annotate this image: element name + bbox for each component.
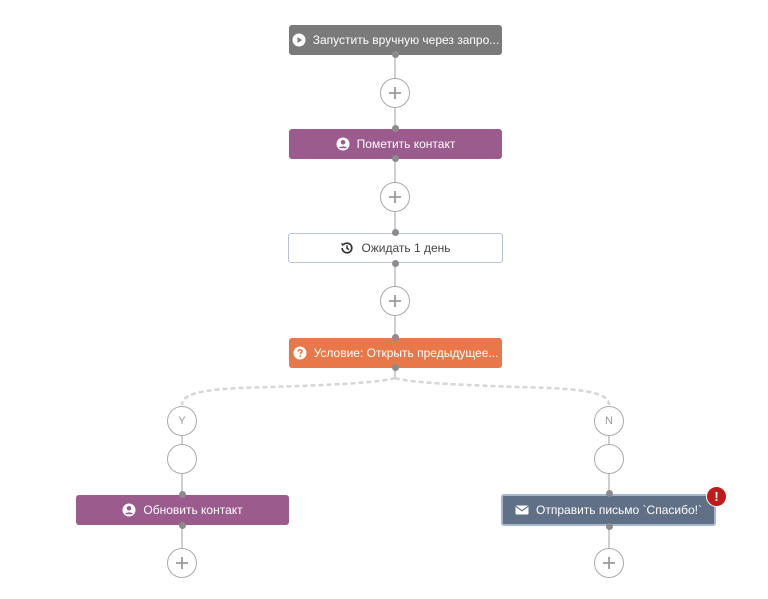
connector-line	[394, 368, 396, 378]
send-email-node[interactable]: Отправить письмо `Спасибо!`	[501, 494, 716, 526]
connector-line	[394, 159, 396, 182]
wait-node-label: Ожидать 1 день	[361, 241, 451, 255]
add-step-button[interactable]	[380, 182, 410, 212]
add-step-button[interactable]	[380, 78, 410, 108]
connector-line	[394, 315, 396, 338]
connector-dot	[179, 491, 186, 498]
connector-line	[608, 436, 610, 444]
plus-icon	[389, 191, 401, 203]
connector-line	[181, 525, 183, 548]
branch-no-add-button[interactable]	[594, 444, 624, 474]
plus-icon	[603, 557, 615, 569]
mark-contact-node-label: Пометить контакт	[356, 137, 456, 151]
branch-yes-add-button[interactable]	[167, 444, 197, 474]
add-step-button[interactable]	[167, 548, 197, 578]
branch-no-marker: N	[594, 406, 624, 436]
add-step-button[interactable]	[380, 286, 410, 316]
connector-dot	[606, 523, 613, 530]
history-clock-icon	[340, 241, 354, 255]
branch-connector-yes	[180, 376, 396, 406]
connector-line	[608, 526, 610, 548]
envelope-icon	[515, 503, 529, 517]
wait-node[interactable]: Ожидать 1 день	[288, 233, 503, 263]
connector-dot	[392, 229, 399, 236]
question-circle-icon	[293, 346, 307, 360]
connector-dot	[392, 334, 399, 341]
error-alert-icon[interactable]: !	[706, 486, 727, 507]
condition-node-label: Условие: Открыть предыдущее...	[313, 346, 499, 360]
connector-line	[608, 473, 610, 494]
plus-icon	[176, 557, 188, 569]
plus-icon	[389, 87, 401, 99]
connector-dot	[392, 51, 399, 58]
send-email-node-label: Отправить письмо `Спасибо!`	[536, 503, 702, 517]
connector-dot	[392, 260, 399, 267]
connector-line	[394, 211, 396, 233]
connector-line	[394, 263, 396, 286]
connector-dot	[606, 490, 613, 497]
branch-connector-no	[394, 376, 611, 406]
mark-contact-node[interactable]: Пометить контакт	[289, 129, 502, 159]
user-circle-icon	[122, 503, 136, 517]
plus-icon	[389, 295, 401, 307]
connector-line	[181, 436, 183, 444]
update-contact-node-label: Обновить контакт	[143, 503, 243, 517]
trigger-node[interactable]: Запустить вручную через запро...	[289, 25, 502, 55]
condition-node[interactable]: Условие: Открыть предыдущее...	[289, 338, 502, 368]
update-contact-node[interactable]: Обновить контакт	[76, 495, 289, 525]
connector-line	[181, 473, 183, 495]
connector-dot	[392, 155, 399, 162]
connector-dot	[392, 364, 399, 371]
play-circle-icon	[292, 33, 306, 47]
connector-dot	[392, 125, 399, 132]
branch-yes-marker: Y	[167, 406, 197, 436]
connector-line	[394, 55, 396, 78]
connector-dot	[179, 522, 186, 529]
user-circle-icon	[336, 137, 350, 151]
trigger-node-label: Запустить вручную через запро...	[312, 33, 500, 47]
connector-line	[394, 107, 396, 129]
add-step-button[interactable]	[594, 548, 624, 578]
